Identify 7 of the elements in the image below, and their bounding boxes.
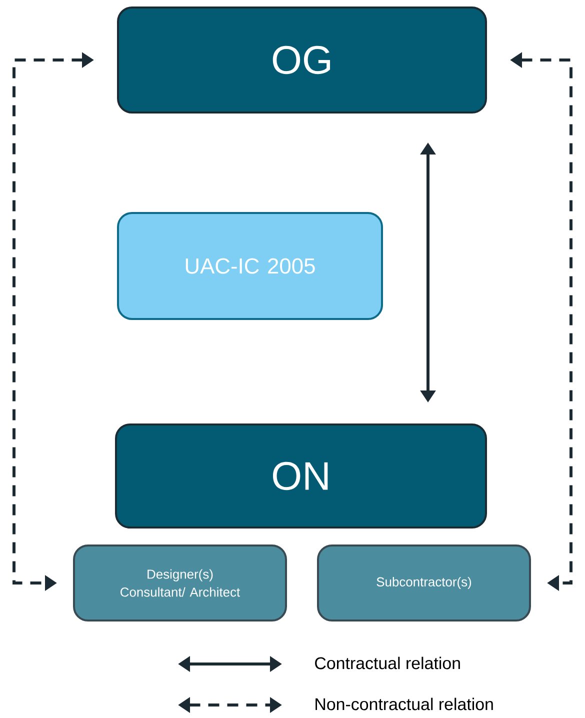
subcontractor-box: Subcontractor(s) bbox=[317, 544, 531, 622]
consultant-box: Designer(s) Consultant/ Architect bbox=[73, 544, 287, 622]
party-box: ON bbox=[115, 424, 487, 528]
legend-label: Non-contractual relation bbox=[316, 698, 493, 710]
party-box: OG bbox=[117, 6, 487, 114]
legend-label: Contractual relation bbox=[315, 656, 460, 670]
contract-box: UAC-IC 2005 bbox=[117, 212, 383, 320]
